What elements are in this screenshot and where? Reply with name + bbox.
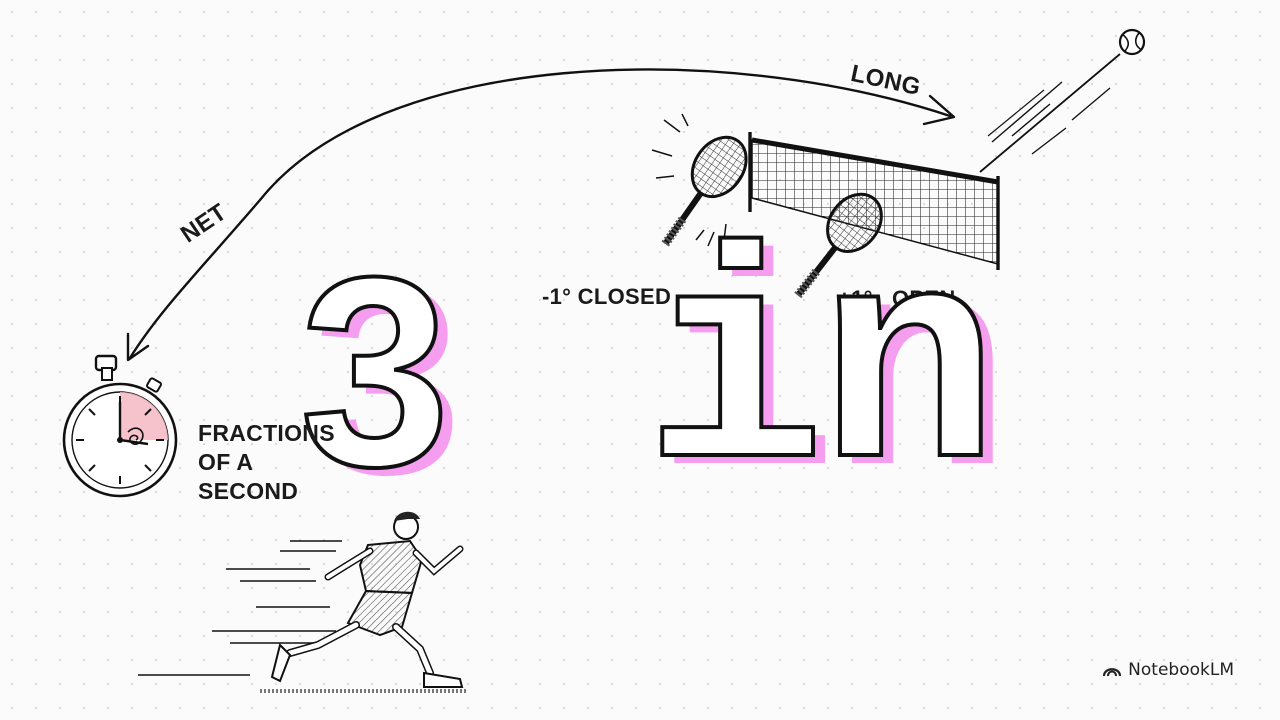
tennis-racket-closed-icon — [651, 113, 748, 247]
stopwatch-icon — [62, 354, 178, 498]
open-angle-label: OPEN — [892, 286, 956, 311]
open-angle-value: +1° — [838, 286, 873, 311]
fractions-label-line1: FRACTIONS — [198, 420, 335, 446]
notebooklm-logo-icon — [1103, 668, 1122, 677]
headline-unit: in — [643, 206, 1001, 546]
tennis-racket-open-icon — [794, 192, 883, 299]
headline-number: 3 — [298, 222, 452, 523]
closed-angle-label: -1° CLOSED — [542, 284, 672, 309]
runner-icon — [138, 511, 466, 693]
notebooklm-logo: NotebookLM — [1102, 660, 1234, 680]
fractions-label-line3: SECOND — [198, 478, 299, 504]
fractions-label-line2: OF A — [198, 449, 254, 475]
brand-label: NotebookLM — [1128, 660, 1234, 680]
tennis-ball-icon — [979, 28, 1146, 173]
